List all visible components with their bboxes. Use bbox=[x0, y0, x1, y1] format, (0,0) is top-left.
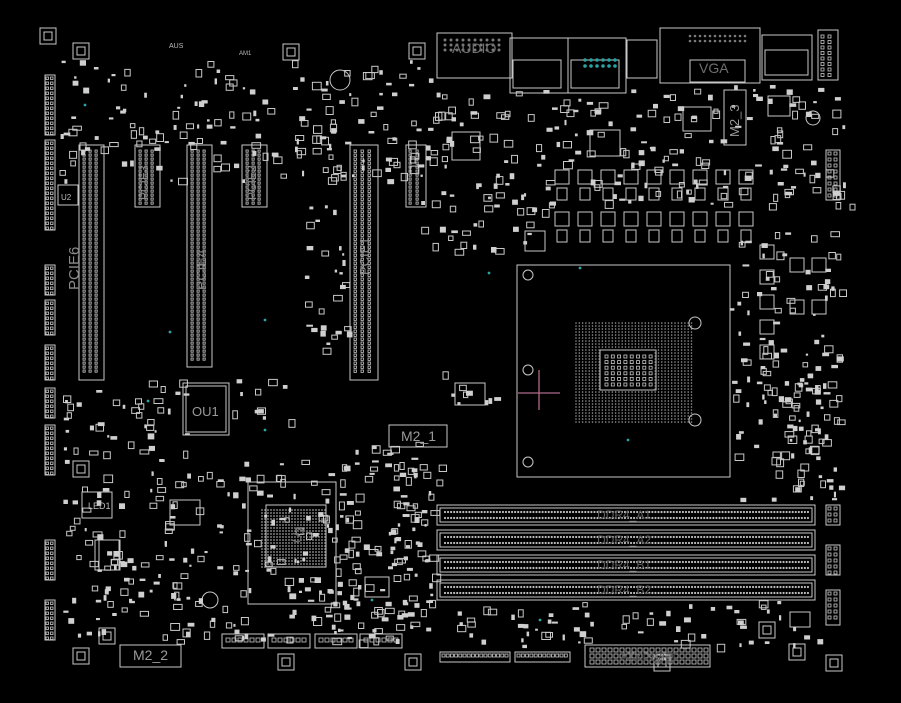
pcie3-slot bbox=[134, 144, 161, 208]
left-header-6 bbox=[44, 387, 56, 419]
left-header-9 bbox=[44, 599, 56, 641]
ic-7 bbox=[98, 539, 120, 571]
cpu-socket bbox=[516, 264, 731, 478]
bottom-strip-2 bbox=[514, 651, 571, 663]
m2-1-box bbox=[388, 424, 448, 448]
mount-square-12 bbox=[72, 460, 90, 478]
mount-square-1 bbox=[39, 27, 57, 45]
io-port-4 bbox=[626, 39, 658, 79]
left-header-8 bbox=[44, 539, 56, 581]
io-port-3 bbox=[567, 37, 627, 94]
ic-10 bbox=[169, 499, 201, 526]
right-header-4 bbox=[825, 589, 841, 626]
mount-square-10 bbox=[788, 643, 806, 661]
pcie6-slot bbox=[78, 144, 105, 381]
left-header-7 bbox=[44, 424, 56, 476]
dimm-slot-4 bbox=[436, 579, 816, 601]
pcie4-slot bbox=[186, 144, 213, 368]
vga-connector bbox=[659, 27, 761, 84]
audio-connector bbox=[436, 32, 513, 79]
bottom-strip-1 bbox=[439, 651, 511, 663]
dimm-slot-3 bbox=[436, 554, 816, 576]
left-header-2 bbox=[44, 139, 56, 231]
m2-2-box bbox=[119, 644, 182, 668]
mount-square-4 bbox=[408, 42, 426, 60]
bottom-header-2 bbox=[267, 633, 311, 649]
mount-square-6 bbox=[277, 653, 295, 671]
led1-box bbox=[81, 491, 113, 519]
ic-9 bbox=[524, 230, 546, 252]
io-port-6 bbox=[761, 34, 813, 81]
ou1-chip bbox=[182, 382, 230, 436]
bottom-header-4 bbox=[359, 633, 403, 649]
dimm-slot-2 bbox=[436, 529, 816, 551]
ic-5 bbox=[454, 382, 486, 406]
left-header-5 bbox=[44, 344, 56, 381]
mount-square-5 bbox=[72, 647, 90, 665]
bottom-header-3 bbox=[314, 633, 358, 649]
right-header-3 bbox=[825, 544, 841, 576]
left-header-4 bbox=[44, 299, 56, 336]
atx-power-connector bbox=[584, 644, 711, 668]
right-header-2 bbox=[825, 504, 841, 526]
mount-square-2 bbox=[72, 42, 90, 60]
ring-marker bbox=[805, 110, 821, 126]
left-header-3 bbox=[44, 264, 56, 296]
m2-3-box bbox=[723, 89, 747, 146]
mount-square-3 bbox=[282, 43, 300, 61]
ic-3 bbox=[682, 106, 712, 132]
mount-square-9 bbox=[758, 621, 776, 639]
mount-square-13 bbox=[98, 627, 116, 645]
ic-6 bbox=[364, 576, 390, 598]
pcie1-slot bbox=[349, 144, 379, 381]
mount-square-11 bbox=[825, 654, 843, 672]
io-header-right bbox=[817, 29, 839, 81]
io-port-2 bbox=[509, 37, 569, 94]
pcie2-slot bbox=[241, 144, 268, 208]
ic-2 bbox=[589, 129, 621, 157]
left-header-1 bbox=[44, 74, 56, 136]
ic-8 bbox=[789, 611, 811, 628]
mount-square-7 bbox=[404, 653, 422, 671]
